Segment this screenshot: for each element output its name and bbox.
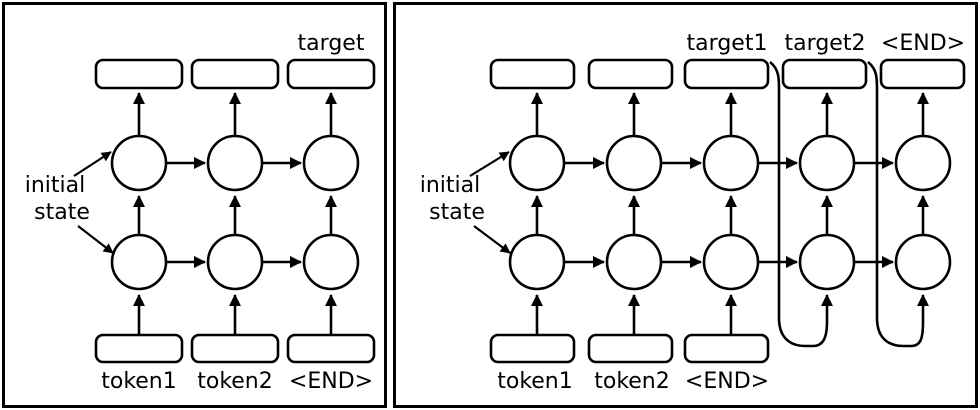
rnn-cell-upper[interactable] [894,134,952,192]
initial-state-label-line2: state [429,200,485,225]
output-label: target2 [785,31,866,56]
encoder-only-panel: target [2,2,387,408]
rnn-cell-upper[interactable] [605,134,663,192]
rnn-cell-lower[interactable] [508,233,566,291]
input-slot-box[interactable] [94,333,184,364]
initial-state-label-line1: initial [25,173,86,198]
rnn-cell-lower[interactable] [894,233,952,291]
output-slot-box[interactable] [683,58,770,90]
input-label: token1 [497,369,573,394]
input-slot-box[interactable] [587,333,674,364]
initial-state-label-line1: initial [420,173,481,198]
rnn-cell-upper[interactable] [110,134,168,192]
output-slot-box[interactable] [286,58,376,90]
feedback-loop-arrow [769,60,833,348]
rnn-cell-lower[interactable] [110,233,168,291]
rnn-cell-lower[interactable] [605,233,663,291]
initial-state-label-line2: state [34,200,90,225]
input-slot-box[interactable] [286,333,376,364]
rnn-cell-upper[interactable] [508,134,566,192]
rnn-cell-upper[interactable] [206,134,264,192]
input-label: <END> [685,369,769,394]
initial-state-arrow-upper [73,151,112,177]
output-label: target1 [687,31,768,56]
feedback-loop-arrow [867,60,929,348]
input-slot-box[interactable] [190,333,280,364]
output-slot-box[interactable] [587,58,674,90]
output-slot-box[interactable] [94,58,184,90]
rnn-cell-lower[interactable] [302,233,360,291]
output-slot-box[interactable] [190,58,280,90]
initial-state-arrow-lower [77,225,114,254]
rnn-cell-lower[interactable] [798,233,856,291]
panel-border-right [393,2,978,408]
input-label: token1 [101,369,177,394]
rnn-cell-upper[interactable] [302,134,360,192]
rnn-cell-upper[interactable] [702,134,760,192]
output-label: <END> [881,31,965,56]
input-label: token2 [197,369,273,394]
rnn-cell-upper[interactable] [798,134,856,192]
encoder-decoder-panel: target1 target2 <END> [393,2,978,408]
input-slot-box[interactable] [683,333,770,364]
initial-state-arrow-upper [469,151,510,177]
output-slot-box[interactable] [879,58,966,90]
output-label: target [298,31,365,56]
output-slot-box[interactable] [781,58,868,90]
input-slot-box[interactable] [489,333,576,364]
rnn-cell-lower[interactable] [206,233,264,291]
output-slot-box[interactable] [489,58,576,90]
input-label: token2 [594,369,670,394]
initial-state-arrow-lower [473,225,511,254]
rnn-cell-lower[interactable] [702,233,760,291]
input-label: <END> [289,369,373,394]
panel-border-left [2,2,387,408]
